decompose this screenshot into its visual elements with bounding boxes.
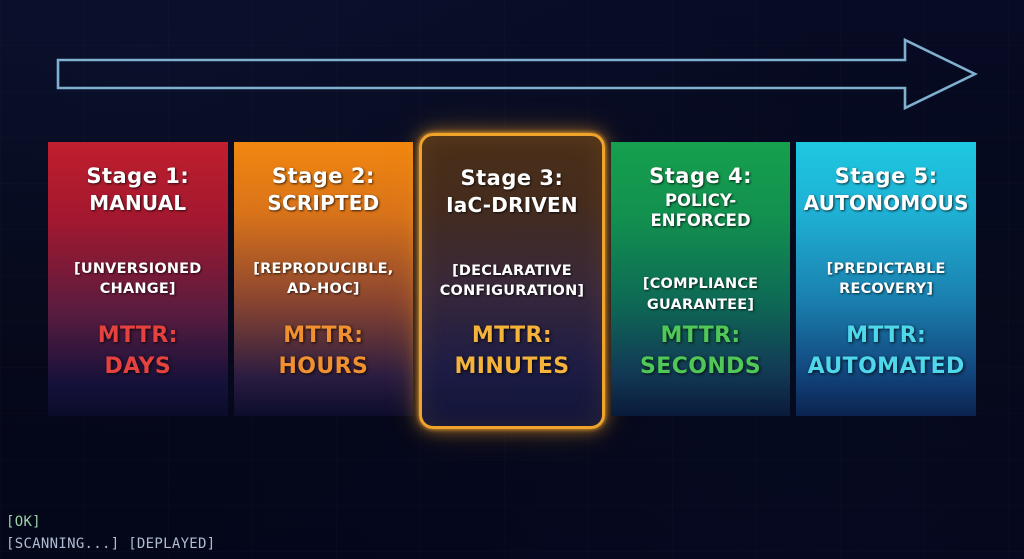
descriptor-line-2: RECOVERY]	[839, 281, 934, 298]
stage-descriptor: [DECLARATIVE CONFIGURATION]	[440, 261, 585, 302]
mttr-metric: MTTR: MINUTES	[454, 320, 569, 382]
descriptor-line-2: CHANGE]	[99, 281, 176, 298]
stage-card-4[interactable]: Stage 4: POLICY-ENFORCED [COMPLIANCE GUA…	[610, 142, 791, 416]
stage-title: Stage 5:	[834, 164, 938, 188]
log-line-ok: [OK]	[6, 514, 41, 531]
mttr-label: MTTR:	[97, 322, 178, 348]
mttr-value: HOURS	[278, 353, 369, 379]
mttr-value: AUTOMATED	[807, 353, 965, 379]
descriptor-line-1: [DECLARATIVE	[452, 262, 572, 279]
stage-card-1[interactable]: Stage 1: MANUAL [UNVERSIONED CHANGE] MTT…	[48, 142, 228, 416]
stage-name: SCRIPTED	[267, 190, 380, 215]
stage-descriptor: [UNVERSIONED CHANGE]	[74, 259, 201, 300]
stage-name: MANUAL	[89, 190, 187, 215]
descriptor-line-1: [REPRODUCIBLE,	[253, 260, 394, 277]
descriptor-line-1: [UNVERSIONED	[74, 260, 202, 277]
mttr-metric: MTTR: HOURS	[279, 320, 369, 382]
stage-descriptor: [COMPLIANCE GUARANTEE]	[643, 274, 758, 315]
stage-title: Stage 3:	[460, 166, 564, 190]
maturity-progression-arrow	[0, 14, 1024, 124]
mttr-label: MTTR:	[283, 322, 364, 348]
arrow-right-icon	[56, 37, 978, 111]
stage-card-row: Stage 1: MANUAL [UNVERSIONED CHANGE] MTT…	[48, 133, 976, 429]
stage-card-2[interactable]: Stage 2: SCRIPTED [REPRODUCIBLE, AD-HOC]…	[233, 142, 414, 416]
stage-name: POLICY-ENFORCED	[650, 190, 751, 230]
descriptor-line-1: [PREDICTABLE	[826, 260, 946, 277]
mttr-value: MINUTES	[454, 353, 570, 379]
stage-name: IaC-DRIVEN	[446, 192, 578, 217]
stage-descriptor: [REPRODUCIBLE, AD-HOC]	[253, 259, 393, 300]
stage-card-3[interactable]: Stage 3: IaC-DRIVEN [DECLARATIVE CONFIGU…	[419, 133, 605, 429]
mttr-metric: MTTR: DAYS	[98, 320, 178, 382]
mttr-label: MTTR:	[471, 322, 553, 348]
stage-card-5[interactable]: Stage 5: AUTONOMOUS [PREDICTABLE RECOVER…	[796, 142, 976, 416]
mttr-metric: MTTR: AUTOMATED	[808, 320, 965, 382]
terminal-log: [OK] [SCANNING...] [DEPLAYED]	[6, 512, 216, 555]
descriptor-line-2: AD-HOC]	[287, 281, 360, 298]
mttr-metric: MTTR: SECONDS	[640, 320, 761, 382]
descriptor-line-1: [COMPLIANCE	[642, 276, 759, 293]
mttr-value: SECONDS	[640, 353, 762, 379]
mttr-label: MTTR:	[660, 322, 741, 348]
stage-descriptor: [PREDICTABLE RECOVERY]	[827, 259, 946, 300]
descriptor-line-2: CONFIGURATION]	[439, 283, 585, 300]
stage-name: AUTONOMOUS	[803, 190, 969, 215]
stage-title: Stage 2:	[271, 164, 375, 188]
stage-title: Stage 1:	[86, 164, 190, 188]
log-line-scanning: [SCANNING...] [DEPLAYED]	[6, 535, 216, 552]
stage-title: Stage 4:	[649, 164, 753, 188]
descriptor-line-2: GUARANTEE]	[646, 296, 755, 313]
mttr-label: MTTR:	[846, 322, 927, 348]
mttr-value: DAYS	[104, 353, 172, 379]
